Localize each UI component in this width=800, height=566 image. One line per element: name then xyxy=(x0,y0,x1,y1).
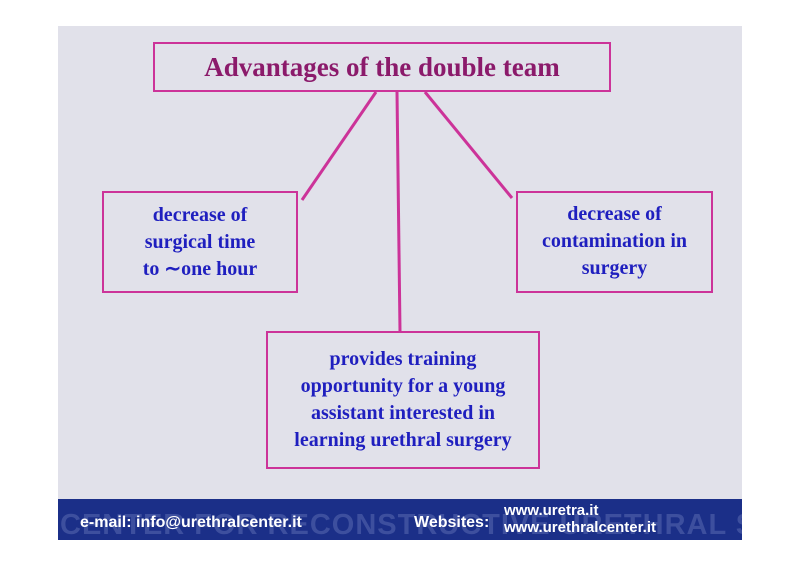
footer-email[interactable]: e-mail: info@urethralcenter.it xyxy=(80,514,302,531)
advantage-box-contamination: decrease of contamination in surgery xyxy=(516,191,713,293)
footer-watermark: CENTER FOR RECONSTRUCTIVE URETHRAL SURGE… xyxy=(60,509,742,540)
footer-website-uretra[interactable]: www.uretra.it xyxy=(504,502,599,519)
footer-websites-label: Websites: xyxy=(414,514,490,531)
footer-website-urethralcenter[interactable]: www.urethralcenter.it xyxy=(504,519,656,536)
advantage-box-surgical-time: decrease of surgical time to ∼one hour xyxy=(102,191,298,293)
footer-bar: CENTER FOR RECONSTRUCTIVE URETHRAL SURGE… xyxy=(58,499,742,540)
connector-center xyxy=(395,91,402,332)
connector-left xyxy=(300,91,378,201)
advantage-text-surgical-time: decrease of surgical time to ∼one hour xyxy=(142,203,258,280)
diagram-title-box: Advantages of the double team xyxy=(153,42,611,92)
advantage-text-training: provides training opportunity for a youn… xyxy=(294,348,512,451)
diagram-title: Advantages of the double team xyxy=(204,51,560,82)
advantage-text-contamination: decrease of contamination in surgery xyxy=(541,203,688,279)
connector-right xyxy=(423,91,514,199)
advantage-box-training: provides training opportunity for a youn… xyxy=(266,331,540,469)
